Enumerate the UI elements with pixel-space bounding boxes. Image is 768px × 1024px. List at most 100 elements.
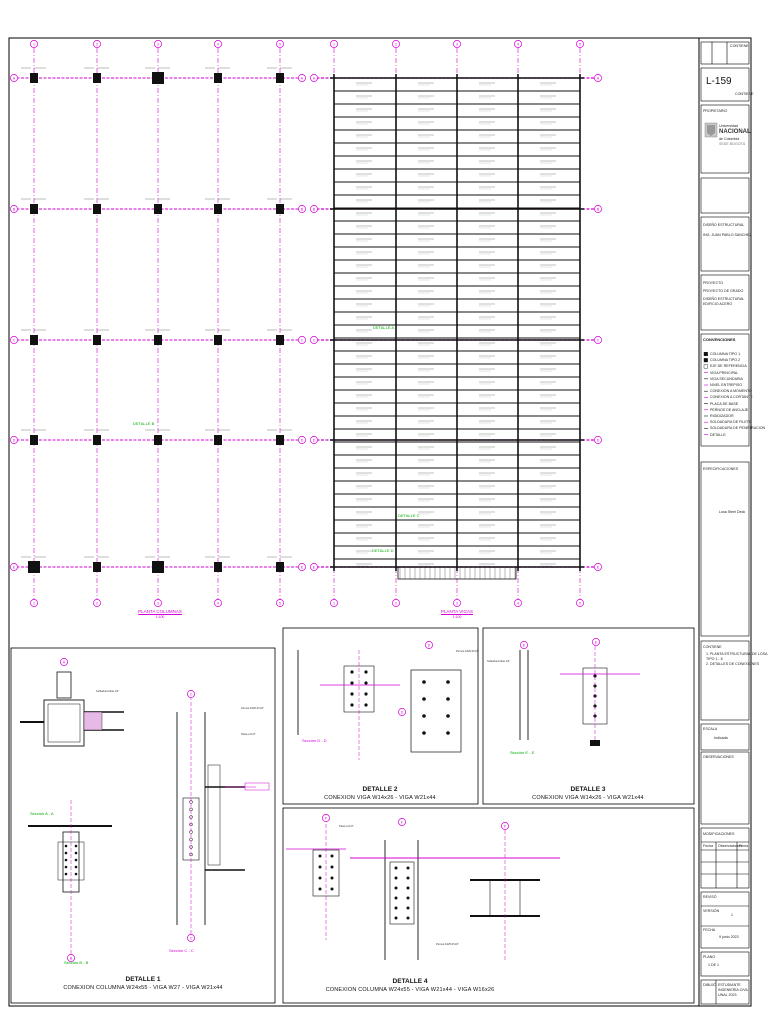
d2-bolt: [350, 681, 354, 685]
stair-block: [397, 566, 517, 580]
d4-bubble-c: [501, 822, 509, 830]
grid-bubble-left: [310, 336, 318, 344]
d2-bolt: [350, 670, 354, 674]
grid-bubble-left: [310, 74, 318, 82]
observations-label: OBSERVACIONES: [703, 755, 734, 759]
project-label: PROYECTO: [703, 281, 724, 285]
column-marker: [214, 73, 222, 83]
grid-bubble-right-label: C: [597, 338, 600, 342]
note-plate-1: Placa e=1/2": [241, 733, 256, 736]
convention-item: DETALLE: [710, 432, 726, 437]
owner-label: PROPIETARIO: [703, 109, 728, 113]
d1-plate: [47, 703, 81, 743]
d4-bolt-a: [318, 854, 322, 858]
grid-bubble-bottom: [453, 599, 461, 607]
grid-bubble-right: [594, 205, 602, 213]
grid-bubble-left: [10, 205, 18, 213]
column-marker: [276, 562, 284, 572]
sheet-border: [8, 37, 752, 1007]
grid-bubble-right-label: B: [301, 207, 304, 211]
grid-bubble-bottom: [392, 599, 400, 607]
grid-bubble-top-label: 4: [217, 42, 219, 46]
university-line1: Universidad: [719, 124, 738, 128]
section-label-b: Sección B - B: [64, 960, 89, 965]
d2-bubble: [425, 641, 433, 649]
column-marker: [276, 204, 284, 214]
detail-frame-1: [10, 647, 276, 1004]
grid-bubble-top-label: 3: [456, 42, 458, 46]
detail-1-title: DETALLE 1: [125, 976, 161, 983]
column-marker-large: [152, 72, 164, 84]
d4-bolt-b: [394, 916, 398, 920]
column-marker: [214, 435, 222, 445]
designer-label: DISEÑO ESTRUCTURAL: [703, 223, 745, 227]
grid-bubble-right: [594, 436, 602, 444]
d1a-bubble: [67, 954, 75, 962]
version-value: 1: [731, 913, 733, 917]
grid-bubble-left-label: B: [13, 207, 16, 211]
grid-bubble-top: [514, 40, 522, 48]
grid-bubble-bottom: [330, 599, 338, 607]
column-marker: [276, 73, 284, 83]
grid-bubble-top: [330, 40, 338, 48]
university-crest-icon: [704, 122, 718, 138]
convention-item: SOLDADURA DE PENETRACION: [710, 426, 766, 431]
specs-label: ESPECIFICACIONES: [703, 467, 739, 471]
convention-item: COLUMNA TIPO 2: [710, 358, 741, 363]
d1a-bolt: [74, 851, 78, 855]
grid-bubble-left-label: D: [313, 438, 316, 442]
project-line1: PROYECTO DE GRADO: [703, 289, 744, 293]
detail-frame-3: [482, 627, 695, 805]
note-bolts-1: Pernos A325 Ø 3/4": [241, 707, 264, 710]
convention-item: CONEXION A CORTANTE: [710, 395, 753, 400]
detail-2-title: DETALLE 2: [362, 786, 398, 793]
d1-fin-plate: [83, 711, 103, 731]
d1c-bubble-bot-label: C: [190, 936, 193, 940]
d4-bolt-a: [318, 887, 322, 891]
convention-item: PERNOS DE ANCLAJE: [710, 407, 749, 412]
convention-item: PLACA DE BASE: [710, 401, 739, 406]
footer-line3: UNAL 2023: [718, 993, 737, 997]
d4-bolt-a: [318, 865, 322, 869]
d2-bolt: [364, 692, 368, 696]
column-marker: [30, 435, 38, 445]
column-marker-large: [28, 561, 40, 573]
version-label: VERSIÓN: [703, 909, 720, 913]
column-marker: [154, 435, 162, 445]
grid-bubble-bottom-label: 4: [217, 601, 219, 605]
d1a-bolt: [64, 844, 68, 848]
grid-bubble-right: [298, 436, 306, 444]
d4-bolt-b: [394, 876, 398, 880]
d1-bubble: [60, 658, 68, 666]
column-marker: [154, 204, 162, 214]
d2-bolt-b: [446, 697, 450, 701]
grid-bubble-left: [310, 563, 318, 571]
detail-4-subtitle: CONEXION COLUMNA W24x55 - VIGA W21x44 - …: [325, 987, 495, 993]
plan-left-title: PLANTA COLUMNAS: [138, 609, 182, 614]
d4-bubble-a-label: F: [325, 816, 328, 820]
scale-value: Indicada: [714, 736, 728, 740]
convention-item: COLUMNA TIPO 1: [710, 352, 741, 356]
d4-bolt-a: [318, 876, 322, 880]
d4-bolt-b: [394, 866, 398, 870]
university-line4: SEDE BOGOTÁ: [719, 142, 746, 146]
d2-bolt-b: [422, 731, 426, 735]
section-label-c: Sección C - C: [169, 948, 194, 953]
grid-bubble-bottom-label: 3: [456, 601, 458, 605]
grid-bubble-left: [310, 436, 318, 444]
column-marker: [276, 435, 284, 445]
d4-bolt-b: [394, 906, 398, 910]
convention-swatch: [703, 352, 708, 357]
d1-bubble-label: A: [63, 660, 66, 664]
detail-frame-2: [282, 627, 479, 805]
grid-bubble-left-label: A: [313, 76, 316, 80]
grid-bubble-left: [10, 336, 18, 344]
scale-label: ESCALA: [703, 727, 718, 731]
university-line2: NACIONAL: [719, 129, 751, 135]
d2-bolt-b: [446, 731, 450, 735]
note-welds-2: Soldadura filete 1/4": [487, 660, 511, 663]
grid-bubble-right: [594, 74, 602, 82]
